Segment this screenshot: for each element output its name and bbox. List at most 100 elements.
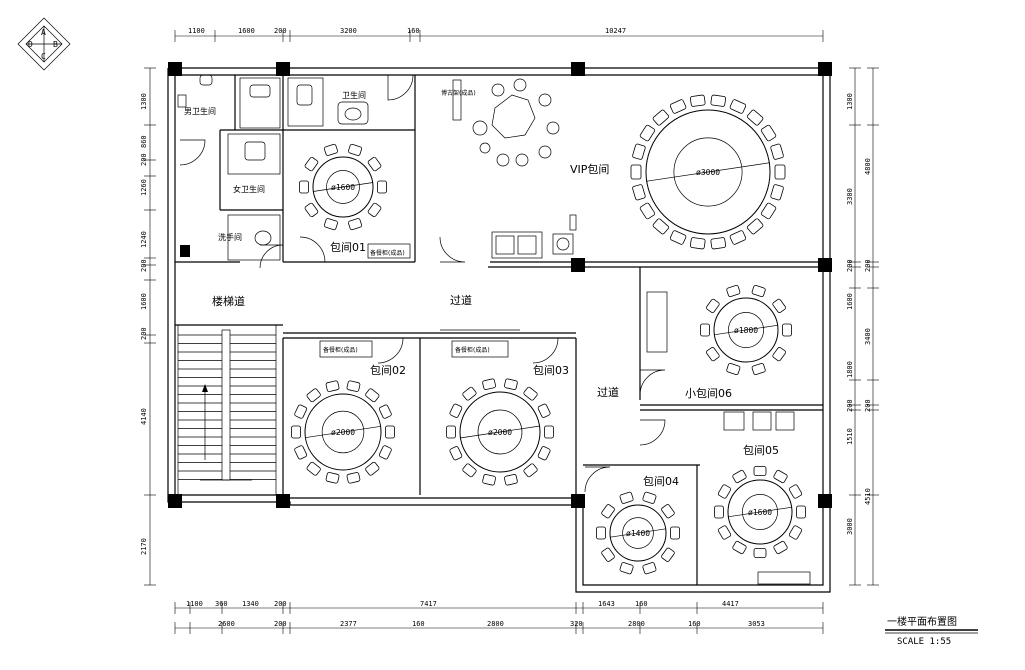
label-room-06: 小包间06 <box>685 387 732 400</box>
chair <box>642 491 657 504</box>
dims-left: 1300 860 200 1260 1240 200 1600 200 4140… <box>140 93 148 555</box>
chair <box>772 298 786 314</box>
chair <box>348 218 363 231</box>
label-corridor: 过道 <box>450 293 472 307</box>
label-corridor-2: 过道 <box>597 385 619 399</box>
chair <box>523 463 538 478</box>
chair <box>732 540 747 555</box>
table-diameter-label: ø1600 <box>331 183 355 192</box>
structural-columns <box>168 62 832 508</box>
label-room-02: 包间02 <box>370 364 406 377</box>
chair <box>323 218 338 231</box>
dim-right2: 4510 <box>864 488 872 505</box>
chair <box>652 218 669 235</box>
chair <box>729 99 747 114</box>
chair <box>772 346 786 362</box>
chair <box>449 403 463 418</box>
table-diameter-label: ø1400 <box>626 529 650 538</box>
chair <box>601 504 615 519</box>
diameter-line <box>645 162 771 182</box>
dim-bottom2: 160 <box>412 620 425 628</box>
dim-left: 1600 <box>140 293 148 310</box>
dining-set-t05: ø1600 <box>714 466 806 558</box>
chair <box>689 94 706 107</box>
dim-top: 1100 <box>188 27 205 35</box>
label-restroom: 卫生间 <box>342 90 366 100</box>
chair <box>378 445 392 460</box>
chair <box>365 388 380 403</box>
dim-left: 860 <box>140 135 148 148</box>
chair <box>304 156 319 172</box>
dims-right-2: 4800 200 3400 200 4510 <box>864 158 872 505</box>
diameter-line <box>727 506 793 518</box>
dining-set-vip: ø3000 <box>630 94 786 250</box>
table-diameter-label: ø1600 <box>748 508 772 517</box>
dim-right2: 200 <box>864 399 872 412</box>
dim-left: 200 <box>140 327 148 340</box>
compass-letter-a: A <box>41 28 46 37</box>
dim-left: 1260 <box>140 179 148 196</box>
dim-bottom2: 2377 <box>340 620 357 628</box>
chair <box>770 184 784 201</box>
dim-top: 1600 <box>238 27 255 35</box>
chair <box>774 164 786 180</box>
chair <box>523 386 538 401</box>
label-washroom: 洗手间 <box>218 232 242 242</box>
chair <box>639 202 656 220</box>
chair <box>751 284 766 298</box>
chair <box>291 425 301 439</box>
label-stairs: 楼梯道 <box>212 294 245 308</box>
chair <box>304 202 319 218</box>
chair <box>773 540 788 555</box>
dim-bottom2: 3053 <box>748 620 765 628</box>
chair <box>788 484 803 499</box>
dim-left: 1240 <box>140 231 148 248</box>
compass-icon: A B C D <box>17 17 71 71</box>
label-vip: VIP包间 <box>570 163 609 176</box>
chair <box>482 378 496 390</box>
lazy-susan <box>673 137 743 207</box>
lounge-seating <box>452 78 577 259</box>
chair <box>661 547 675 562</box>
chair <box>706 346 720 362</box>
dim-top: 160 <box>407 27 420 35</box>
chair <box>782 323 792 337</box>
dim-bottom2: 2800 <box>487 620 504 628</box>
dim-bottom: 1100 <box>186 600 203 608</box>
dim-right: 3000 <box>846 518 854 535</box>
dim-bottom: 7417 <box>420 600 437 608</box>
dims-top: 1100 1600 200 3200 160 10247 <box>188 27 626 35</box>
table-diameter-label: ø2000 <box>488 428 512 437</box>
dining-set-t02: ø2000 <box>291 380 395 484</box>
chair <box>348 143 363 156</box>
chair <box>729 230 747 245</box>
chair <box>446 425 456 439</box>
chair <box>717 525 732 540</box>
dim-left: 200 <box>140 259 148 272</box>
dim-left: 1300 <box>140 93 148 110</box>
table-diameter-label: ø1800 <box>734 326 758 335</box>
dims-bottom-1: 1100 360 1340 200 7417 1643 160 4417 <box>186 600 739 608</box>
chair <box>710 94 727 107</box>
chair <box>462 463 477 478</box>
dim-right: 200 <box>846 399 854 412</box>
dim-bottom: 1643 <box>598 600 615 608</box>
chair <box>726 284 741 298</box>
dim-right2: 200 <box>864 259 872 272</box>
chair <box>619 491 634 504</box>
chair <box>788 525 803 540</box>
dim-bottom: 360 <box>215 600 228 608</box>
lazy-susan <box>742 494 778 530</box>
chair <box>652 109 669 126</box>
chair <box>294 404 308 419</box>
chair <box>306 461 321 476</box>
label-cabinet-02: 备餐柜(成品) <box>323 346 358 354</box>
dim-bottom2: 320 <box>570 620 583 628</box>
chair <box>760 202 777 220</box>
label-restroom-men: 男卫生间 <box>184 106 216 116</box>
chair <box>642 562 657 575</box>
chair <box>294 445 308 460</box>
chair <box>299 180 309 194</box>
chair <box>753 466 767 476</box>
chair <box>726 362 741 376</box>
